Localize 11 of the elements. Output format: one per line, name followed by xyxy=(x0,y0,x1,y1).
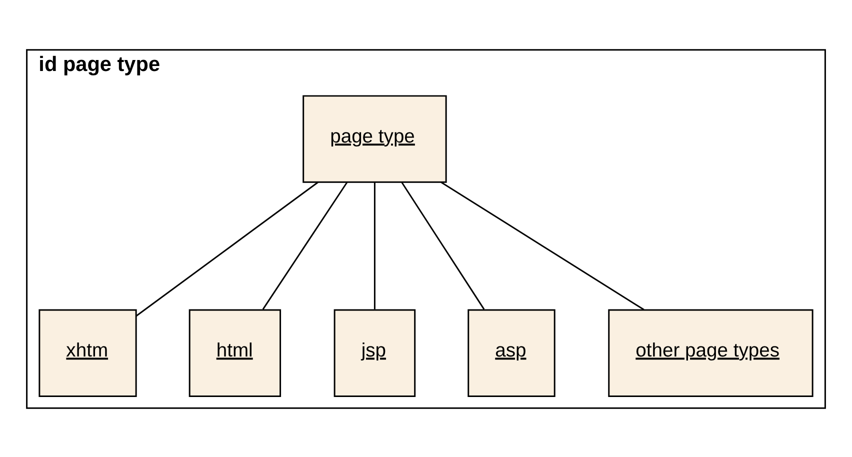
node-box: html xyxy=(188,308,282,396)
node-box: other page types xyxy=(608,308,814,396)
connector xyxy=(374,182,376,309)
connector xyxy=(136,181,318,316)
node-box: asp xyxy=(468,308,556,396)
node-box: xhtm xyxy=(38,308,137,396)
node-box: page type xyxy=(302,94,447,182)
connector xyxy=(262,181,348,310)
connector xyxy=(440,181,644,310)
node-box: jsp xyxy=(334,308,416,396)
connector xyxy=(401,181,485,310)
